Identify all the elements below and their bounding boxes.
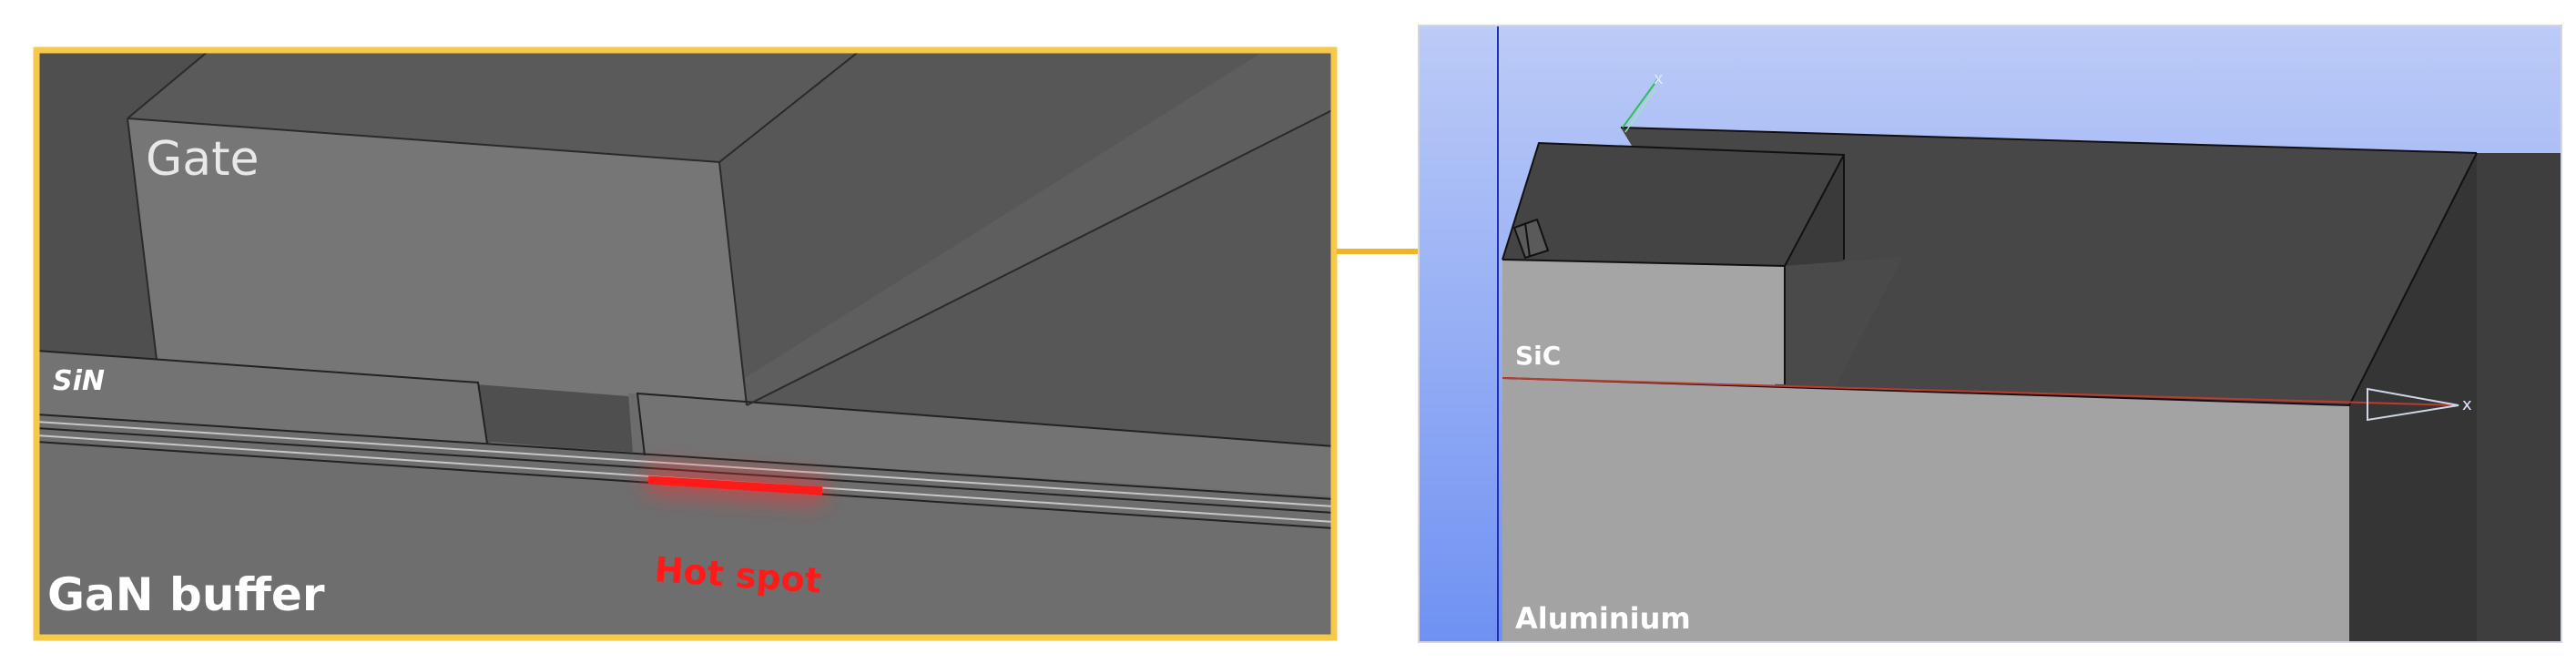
- gate-slanted-face: [738, 50, 1334, 405]
- device-closeup-panel: Gate SiN GaN buffer Hot spot: [33, 46, 1338, 641]
- die-attach-layer: [1785, 257, 1903, 388]
- x-axis-label: x: [2462, 395, 2472, 414]
- layer-line-2: [36, 421, 1334, 507]
- sin-left-block: [36, 351, 487, 444]
- aluminium-front-face: [1502, 378, 2349, 642]
- device-thumbnail: [1512, 218, 1550, 260]
- gate-top-face: [127, 50, 860, 162]
- gan-buffer-label: GaN buffer: [47, 568, 325, 621]
- y-axis-line: [1622, 77, 1660, 128]
- sic-label: SiC: [1515, 341, 1561, 371]
- assembly-view-panel: SiC Aluminium x x: [1418, 25, 2562, 643]
- viewport-frame: [1418, 25, 2562, 643]
- gate-foot: [487, 393, 645, 455]
- x-axis-line: [1502, 377, 2459, 406]
- gate-label: Gate: [146, 132, 260, 187]
- layer-line-1: [36, 414, 1334, 500]
- sin-right-block: [637, 393, 1334, 496]
- gan-buffer-base: [36, 414, 1334, 638]
- closeup-frame: [33, 46, 1338, 641]
- gate-front-face: [127, 118, 747, 405]
- sic-top-face: [1502, 143, 1844, 266]
- hot-spot-line: [647, 475, 823, 495]
- sic-front-face: [1502, 260, 1785, 384]
- y-axis-label: x: [1654, 69, 1664, 88]
- aluminium-label: Aluminium: [1515, 601, 1691, 636]
- sin-label: SiN: [53, 365, 105, 397]
